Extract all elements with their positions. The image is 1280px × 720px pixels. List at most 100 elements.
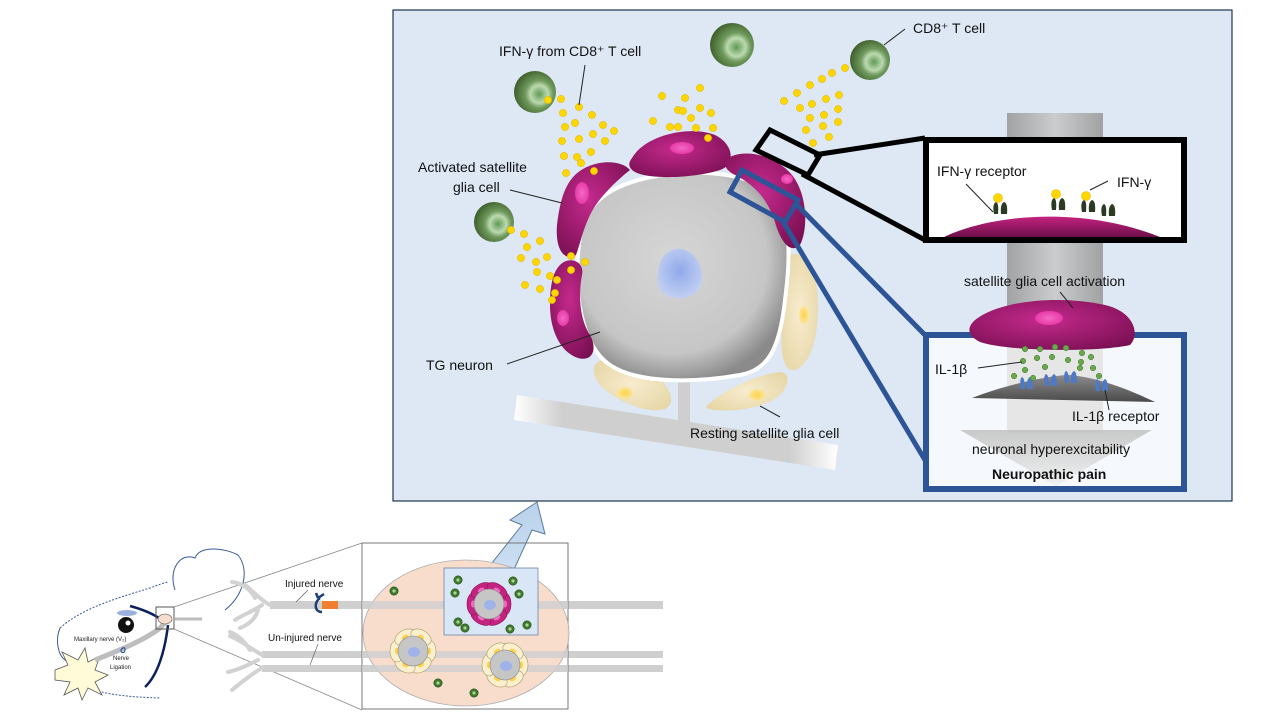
ifn-gamma-particle [546, 272, 554, 280]
il1b-particle [1087, 353, 1095, 361]
cd8-t-cell [850, 40, 890, 80]
cd8-t-cells [474, 23, 890, 242]
ifn-gamma-particle [806, 81, 814, 89]
resting-sgc-bottom-nucleus [749, 389, 765, 401]
inset-il1b-label: IL-1β [935, 361, 967, 377]
leader-uninjured-nerve [309, 643, 319, 666]
activated-sgc-upper-left-nucleus [575, 182, 589, 204]
ifn-gamma-particle [835, 91, 843, 99]
il1b-particle [1062, 344, 1070, 352]
rat-eye-highlight [125, 620, 131, 626]
label-activated-sgc-line1: Activated satellite [418, 159, 527, 175]
leader-injured-nerve [295, 589, 309, 603]
ifn-gamma-particle [601, 137, 609, 145]
t-cell-mini-core [508, 627, 512, 631]
il1b-particles [1010, 343, 1103, 382]
uninjured-nerve-label: Un-injured nerve [268, 633, 342, 644]
ifn-receptor [1081, 200, 1096, 212]
label-tg-neuron: TG neuron [426, 357, 493, 373]
tg-neuron-nucleus [657, 248, 703, 299]
ifn-gamma-particle [696, 84, 704, 92]
ifn-gamma-particle [587, 148, 595, 156]
leader-ifn-ligand [1089, 180, 1109, 191]
skull-curve-lower [144, 624, 170, 688]
ifn-gamma-particle [692, 124, 700, 132]
main-panel: IFN-γ from CD8⁺ T cell CD8⁺ T cell Activ… [392, 9, 1233, 502]
t-cell-mini-core [456, 578, 460, 582]
ifn-gamma-particle [825, 133, 833, 141]
ifn-gamma-particle [532, 258, 540, 266]
ifn-gamma-particle [536, 285, 544, 293]
rat-eye-ball [118, 617, 134, 633]
cd8-t-cell [514, 71, 556, 113]
ifn-gamma-particle [559, 109, 567, 117]
connector-blue-bottom [779, 218, 928, 462]
ifn-gamma-particle [536, 237, 544, 245]
ifn-gamma-particle [544, 96, 552, 104]
ifn-gamma-particle [704, 134, 712, 142]
leader-ifn-from-cd8 [578, 64, 586, 106]
ifn-gamma-particle [802, 126, 810, 134]
ifn-gamma-particle [520, 230, 528, 238]
t-cell-mini-core [456, 620, 460, 624]
ifn-gamma-particle [808, 100, 816, 108]
label-activated-sgc-line2: glia cell [453, 179, 500, 195]
rat-eyelid [117, 610, 137, 616]
il1b-particle [1078, 349, 1086, 357]
il1b-particle [1010, 372, 1018, 380]
nerve-branches-lower [226, 630, 264, 692]
ifn-gamma-particle [687, 114, 695, 122]
axon-branch [514, 395, 838, 470]
inset-outcome-label: Neuropathic pain [992, 466, 1106, 482]
ifn-gamma-particle [674, 123, 682, 131]
il1b-particle [1051, 343, 1059, 351]
ifn-gamma-receptors [993, 189, 1116, 216]
connector-blue-top [792, 200, 927, 337]
ifn-gamma-particle [820, 111, 828, 119]
ifn-gamma-particle [567, 252, 575, 260]
ifn-gamma-particle [649, 117, 657, 125]
t-cell-mini-core [517, 592, 521, 596]
ifn-receptor [1051, 198, 1066, 210]
projection-line-top [173, 542, 363, 608]
ifn-gamma-particle [806, 114, 814, 122]
overview-panel: Maxillary nerve (V₂) Nerve Ligation Inju… [54, 501, 663, 711]
inset-il1b: satellite glia cell activation IL-1β IL-… [923, 273, 1187, 492]
leader-resting-sgc [759, 405, 781, 418]
inset-hyperexcitability-label: neuronal hyperexcitability [972, 441, 1130, 457]
il1b-particle [1033, 354, 1041, 362]
label-resting-sgc: Resting satellite glia cell [690, 425, 839, 441]
t-cell-mini-core [511, 579, 515, 583]
ifn-gamma-bound [993, 193, 1003, 203]
inset-ifn-receptor-label: IFN-γ receptor [937, 163, 1027, 179]
ifn-gamma-particle [517, 254, 525, 262]
il1b-particle [1076, 364, 1084, 372]
il1b-particle [1021, 366, 1029, 374]
leader-tg-neuron [506, 331, 601, 365]
ifn-gamma-particle [588, 111, 596, 119]
ifn-gamma-bound [1081, 191, 1091, 201]
ifn-gamma-particle [590, 167, 598, 175]
ifn-gamma-particle [679, 107, 687, 115]
neuron-mini-nucleus [500, 661, 512, 671]
ifn-gamma-particle [533, 268, 541, 276]
rat-eye [117, 610, 137, 633]
ligation-knot-icon [314, 592, 325, 614]
ligation-icon [120, 647, 126, 654]
ifn-gamma-particle [543, 253, 551, 261]
ifn-gamma-particle [521, 281, 529, 289]
ganglion-neuron-uninjured [389, 628, 437, 674]
ifn-gamma-particle [553, 276, 561, 284]
inset-ifn-ligand-label: IFN-γ [1117, 174, 1151, 190]
ifn-gamma-particle [560, 152, 568, 160]
neuron-mini-nucleus [408, 647, 420, 657]
resting-sgc-right-nucleus [799, 306, 809, 324]
inset-ifn-membrane [944, 216, 1160, 237]
il1b-particle [1041, 363, 1049, 371]
ifn-gamma-particle [796, 104, 804, 112]
ganglion-neuron-uninjured [481, 642, 529, 688]
activated-sgc-inset [969, 300, 1135, 350]
ifn-gamma-particle [834, 118, 842, 126]
il1b-particle [1019, 357, 1027, 365]
